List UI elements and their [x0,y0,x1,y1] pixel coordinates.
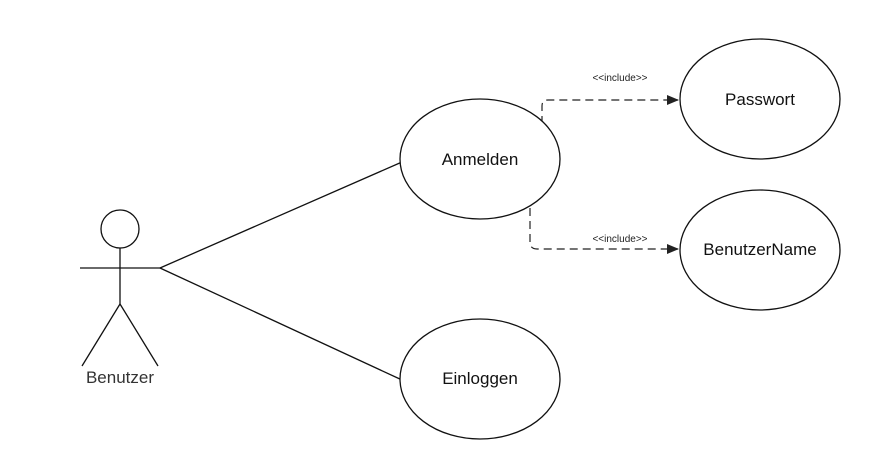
use-case-anmelden-label: Anmelden [442,150,519,169]
association-anmelden [159,161,403,269]
include-label-passwort: <<include>> [592,73,647,84]
actor-left-leg [81,303,121,367]
actor-head [100,209,140,249]
actor-right-leg [119,303,159,367]
use-case-benutzername-label: BenutzerName [703,240,816,259]
include-arrow-passwort [541,95,679,124]
actor-benutzer: Benutzer [80,209,160,387]
use-case-passwort-label: Passwort [725,90,795,109]
use-case-benutzername: BenutzerName [679,189,841,311]
use-case-einloggen-label: Einloggen [442,369,518,388]
actor-label: Benutzer [86,368,154,387]
association-einloggen [159,267,403,381]
use-case-passwort: Passwort [679,38,841,160]
include-arrow-benutzername [529,208,679,254]
use-case-einloggen: Einloggen [399,318,561,440]
use-case-anmelden: Anmelden [399,98,561,220]
include-label-benutzername: <<include>> [592,234,647,245]
